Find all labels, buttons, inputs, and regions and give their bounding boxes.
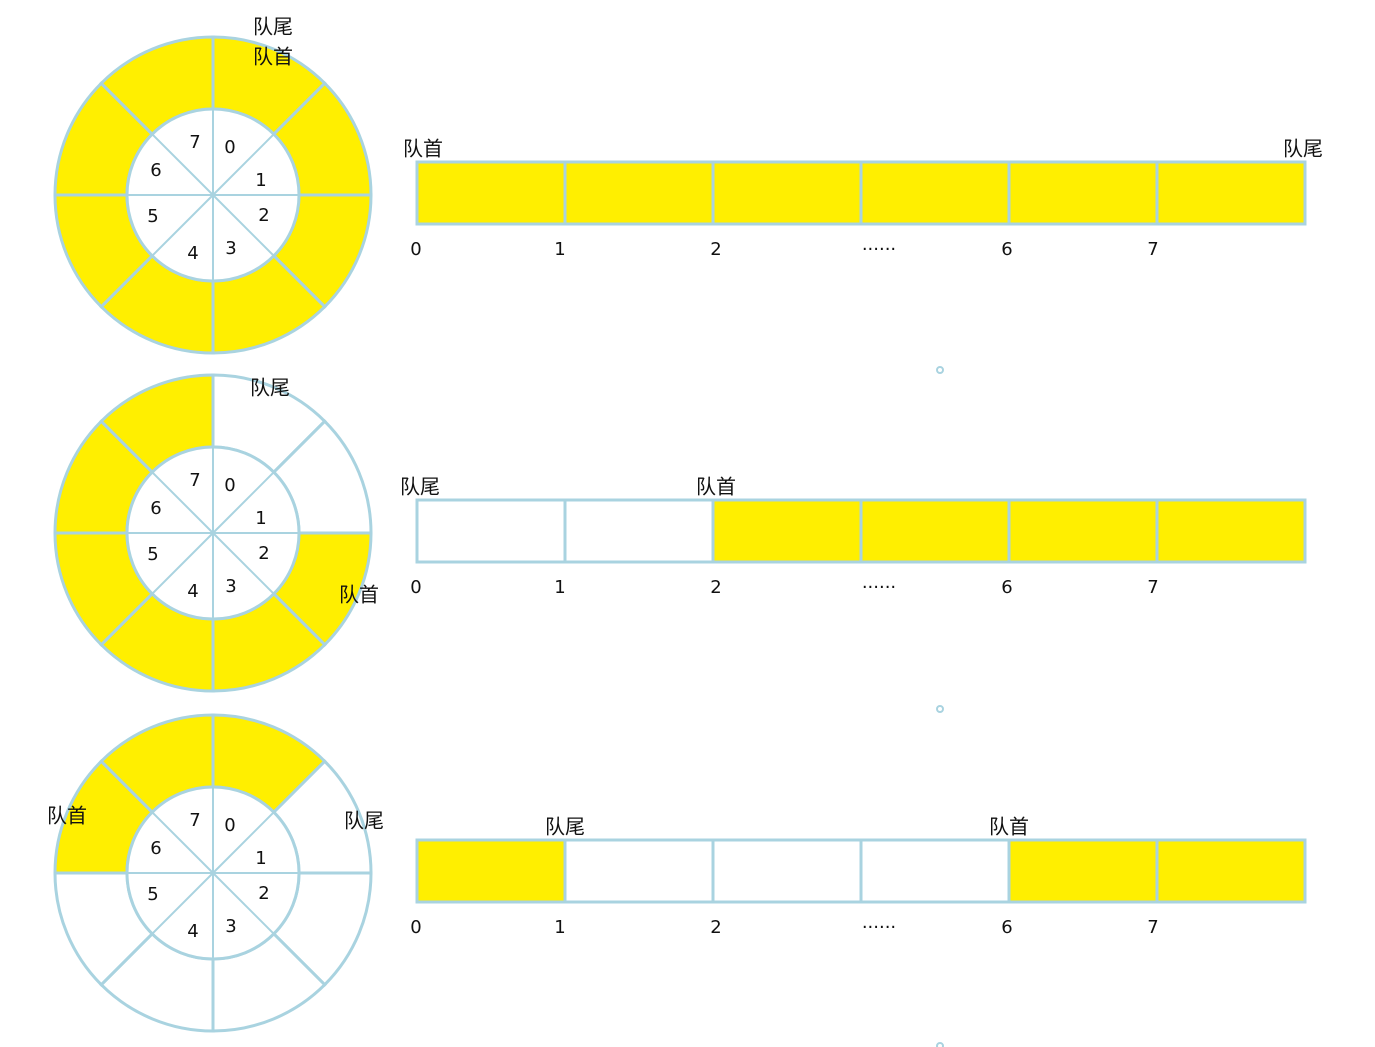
ring-spoke [212, 811, 275, 874]
ring-pointer-label: 队尾 [250, 376, 290, 400]
ring-slot-label: 4 [187, 581, 198, 602]
ring-slot-label: 1 [255, 848, 266, 869]
array-index-label: 1 [554, 577, 565, 598]
array-cell-1 [563, 160, 715, 226]
array-index-label: 7 [1147, 239, 1158, 260]
array-index-label: 7 [1147, 917, 1158, 938]
array-pointer-label: 队尾 [545, 815, 585, 839]
array-cell-2 [711, 838, 863, 904]
array-cell-0 [415, 160, 567, 226]
array-index-label: 2 [710, 239, 721, 260]
array-index-label: 6 [1001, 239, 1012, 260]
ring-pointer-label: 队首 [253, 45, 293, 69]
ring-slot-label: 5 [147, 544, 158, 565]
ring-slot-label: 3 [225, 576, 236, 597]
ring-spoke [151, 811, 214, 874]
array-index-label: ······ [862, 239, 896, 260]
ring-slot-label: 0 [224, 815, 235, 836]
array-index-label: 0 [410, 917, 421, 938]
ring-slot-label: 2 [258, 883, 269, 904]
ring-slot-label: 6 [150, 838, 161, 859]
array-cell-3 [859, 838, 1011, 904]
ring-slot-label: 5 [147, 884, 158, 905]
array-cell-5 [1155, 498, 1307, 564]
ring-slot-label: 0 [224, 137, 235, 158]
array-pointer-label: 队尾 [400, 475, 440, 499]
anchor-dot [936, 366, 944, 374]
ring-spoke [212, 872, 275, 935]
ring-pointer-label: 队尾 [344, 809, 384, 833]
ring-spoke [151, 532, 214, 595]
ring-pointer-label: 队首 [47, 804, 87, 828]
array-pointer-label: 队首 [989, 815, 1029, 839]
array-index-label: 1 [554, 239, 565, 260]
array-index-label: 6 [1001, 577, 1012, 598]
ring-spoke [212, 133, 275, 196]
ring-slot-label: 2 [258, 543, 269, 564]
array-cell-4 [1007, 160, 1159, 226]
ring-pointer-label: 队尾 [253, 15, 293, 39]
anchor-dot [936, 705, 944, 713]
array-index-label: 2 [710, 917, 721, 938]
ring-slot-label: 3 [225, 916, 236, 937]
array-cell-4 [1007, 498, 1159, 564]
ring-slot-label: 4 [187, 243, 198, 264]
array-pointer-label: 队首 [403, 137, 443, 161]
array-cell-2 [711, 498, 863, 564]
array-cell-3 [859, 160, 1011, 226]
array-index-label: ······ [862, 577, 896, 598]
linear-queue-array: 0 1 2 ······ 6 7 队尾 队首 [410, 815, 1307, 938]
ring-spoke [151, 133, 214, 196]
ring-slot-label: 6 [150, 498, 161, 519]
array-index-label: ······ [862, 917, 896, 938]
array-cell-0 [415, 498, 567, 564]
ring-slot-label: 7 [189, 470, 200, 491]
array-cell-0 [415, 838, 567, 904]
array-cell-4 [1007, 838, 1159, 904]
ring-slot-label: 7 [189, 132, 200, 153]
array-cell-3 [859, 498, 1011, 564]
array-index-label: 0 [410, 239, 421, 260]
array-index-label: 2 [710, 577, 721, 598]
array-index-label: 6 [1001, 917, 1012, 938]
ring-slot-label: 1 [255, 508, 266, 529]
ring-slot-label: 4 [187, 921, 198, 942]
array-cell-5 [1155, 160, 1307, 226]
anchor-dot [936, 1042, 944, 1047]
array-index-label: 1 [554, 917, 565, 938]
ring-slot-label: 7 [189, 810, 200, 831]
ring-spoke [151, 471, 214, 534]
array-cell-1 [563, 498, 715, 564]
ring-slot-label: 2 [258, 205, 269, 226]
array-cell-2 [711, 160, 863, 226]
array-index-label: 0 [410, 577, 421, 598]
array-pointer-label: 队首 [696, 475, 736, 499]
ring-spoke [151, 194, 214, 257]
ring-spoke [212, 532, 275, 595]
ring-slot-label: 6 [150, 160, 161, 181]
array-index-label: 7 [1147, 577, 1158, 598]
ring-spoke [151, 872, 214, 935]
ring-spoke [212, 194, 275, 257]
ring-spoke [212, 471, 275, 534]
linear-queue-array: 0 1 2 ······ 6 7 队首 队尾 [403, 137, 1323, 261]
ring-slot-label: 3 [225, 238, 236, 259]
ring-pointer-label: 队首 [339, 583, 379, 607]
array-pointer-label: 队尾 [1283, 137, 1323, 161]
ring-slot-label: 1 [255, 170, 266, 191]
array-cell-5 [1155, 838, 1307, 904]
ring-slot-label: 0 [224, 475, 235, 496]
linear-queue-array: 0 1 2 ······ 6 7 队尾 队首 [400, 475, 1307, 598]
circular-queue-ring: 01 2 3 4 5 6 7 队首 队尾 [47, 713, 384, 1033]
array-cell-1 [563, 838, 715, 904]
ring-slot-label: 5 [147, 206, 158, 227]
